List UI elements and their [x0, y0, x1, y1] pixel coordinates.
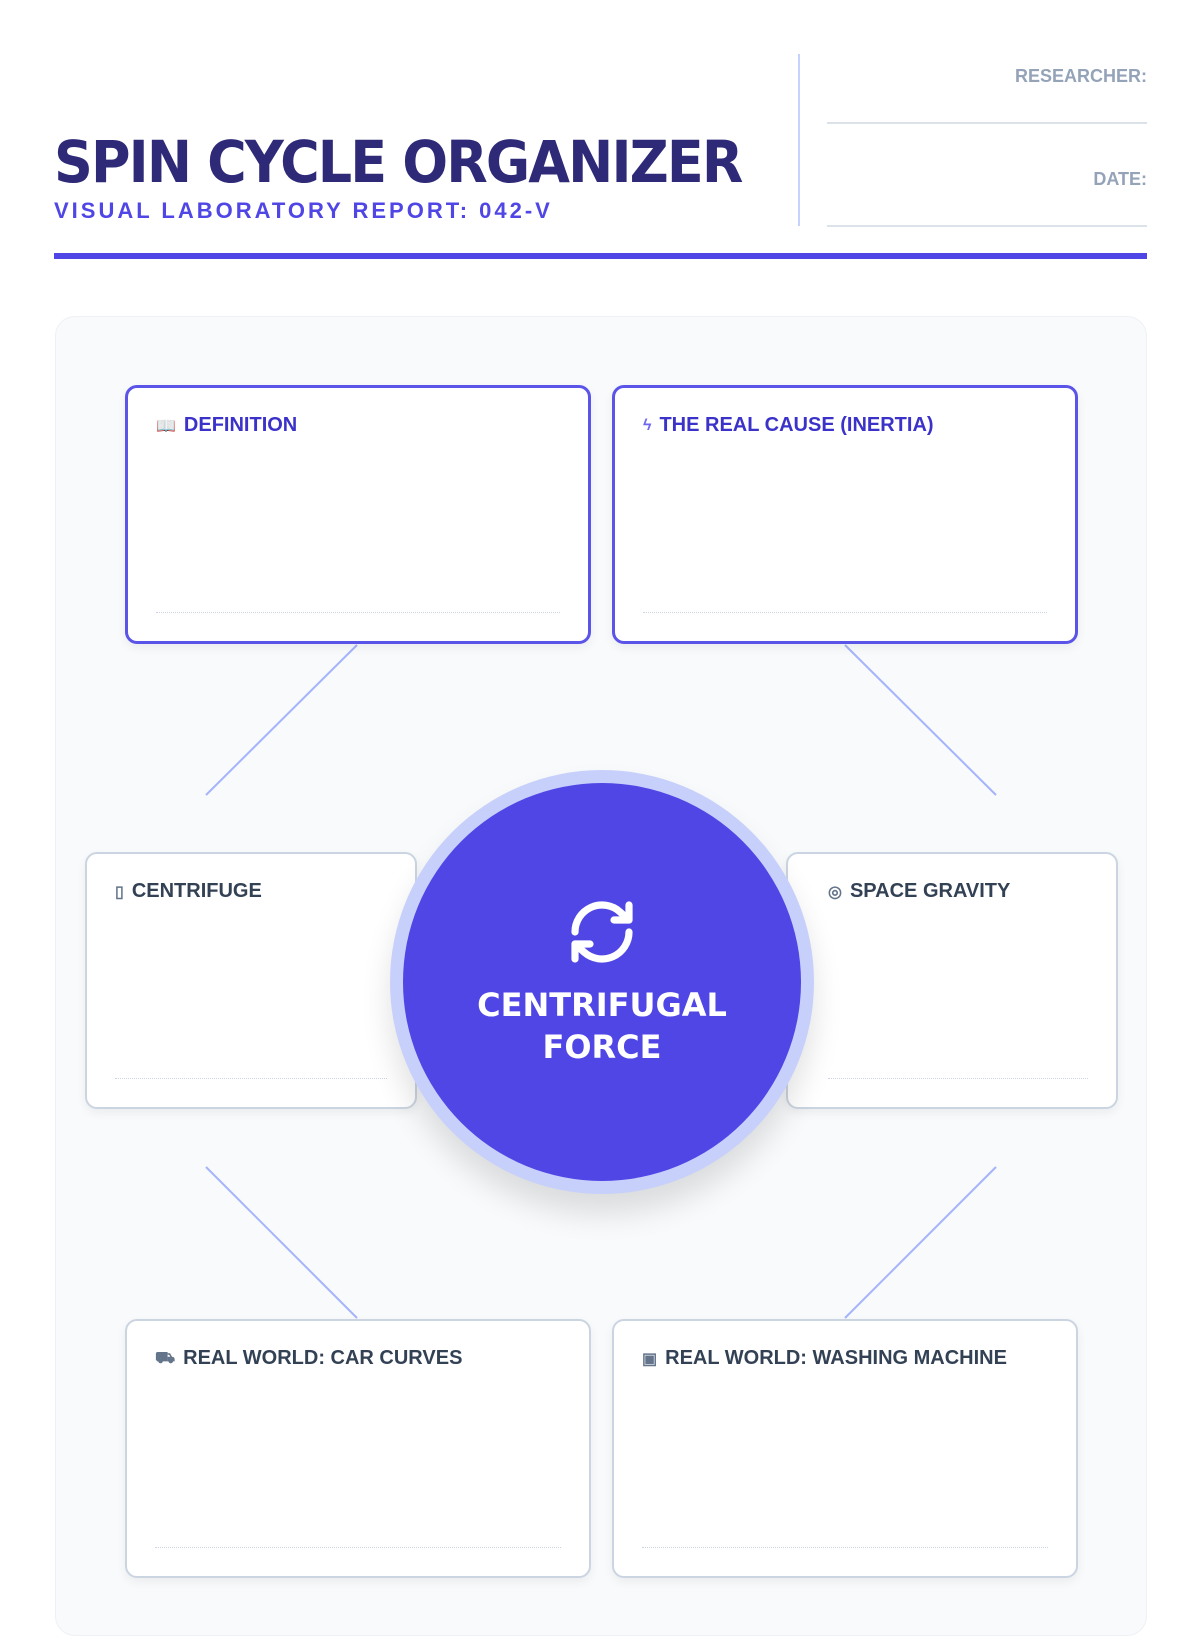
lightning-icon: ϟ	[643, 416, 652, 434]
card-washing-machine[interactable]: ▣ REAL WORLD: WASHING MACHINE	[612, 1319, 1078, 1578]
header-rule	[54, 253, 1147, 259]
connector-line	[205, 644, 358, 796]
card-definition[interactable]: 📖 DEFINITION	[125, 385, 591, 644]
card-centrifuge[interactable]: ▯ CENTRIFUGE	[85, 852, 417, 1109]
writing-line	[643, 612, 1047, 613]
card-space-gravity[interactable]: ◎ SPACE GRAVITY	[786, 852, 1118, 1109]
book-icon: 📖	[156, 417, 176, 435]
researcher-label: RESEARCHER:	[1014, 66, 1147, 86]
writing-line	[156, 612, 560, 613]
connector-line	[844, 644, 997, 796]
card-label: DEFINITION	[183, 414, 298, 436]
central-concept: CENTRIFUGAL FORCE	[390, 770, 814, 1194]
central-label: CENTRIFUGAL FORCE	[477, 986, 727, 1066]
card-label: THE REAL CAUSE (INERTIA)	[659, 414, 934, 436]
card-label: REAL WORLD: CAR CURVES	[183, 1347, 463, 1369]
connector-line	[844, 1166, 997, 1319]
refresh-icon	[571, 901, 633, 963]
washing-machine-icon: ▣	[642, 1350, 658, 1368]
connector-line	[205, 1166, 358, 1319]
writing-line	[642, 1547, 1048, 1548]
card-label: REAL WORLD: WASHING MACHINE	[665, 1347, 1007, 1369]
header-divider	[798, 54, 800, 226]
orbit-icon: ◎	[828, 883, 842, 901]
card-real-cause[interactable]: ϟ THE REAL CAUSE (INERTIA)	[612, 385, 1078, 644]
writing-line	[828, 1078, 1088, 1079]
researcher-field[interactable]: RESEARCHER:	[827, 54, 1147, 124]
date-field[interactable]: DATE:	[827, 157, 1147, 227]
page-title: SPIN CYCLE ORGANIZER	[54, 128, 743, 196]
date-label: DATE:	[1093, 169, 1147, 189]
card-label: CENTRIFUGE	[131, 880, 262, 902]
connector-lines	[205, 644, 997, 1319]
writing-line	[155, 1547, 561, 1548]
test-tube-icon: ▯	[115, 883, 124, 901]
car-icon: ⛟	[155, 1349, 176, 1367]
card-car-curves[interactable]: ⛟ REAL WORLD: CAR CURVES	[125, 1319, 591, 1578]
card-label: SPACE GRAVITY	[849, 880, 1011, 902]
page-subtitle: VISUAL LABORATORY REPORT: 042-V	[54, 198, 553, 223]
writing-line	[115, 1078, 387, 1079]
